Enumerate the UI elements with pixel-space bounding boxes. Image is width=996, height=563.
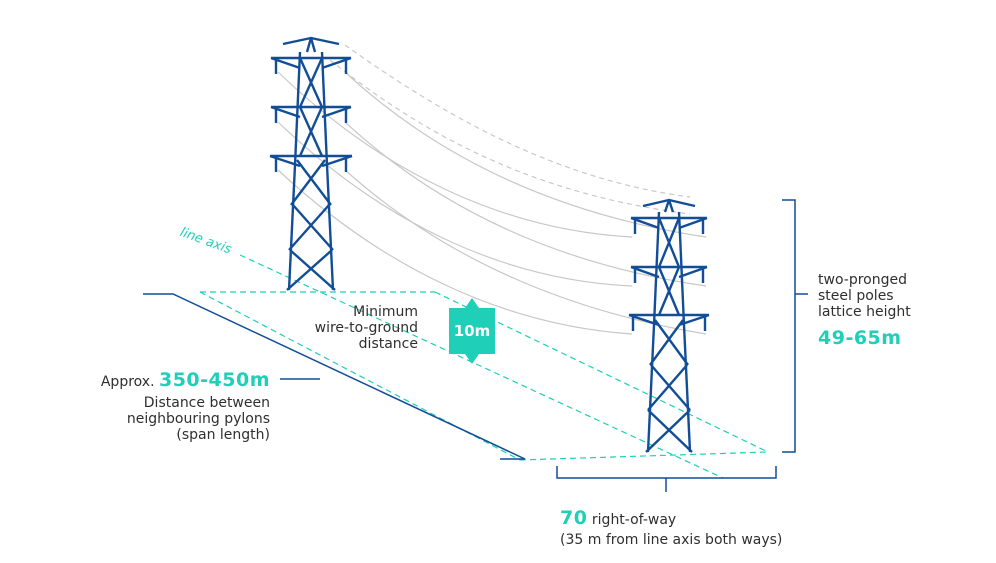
pylon-right <box>628 198 710 453</box>
span-desc: Distance between neighbouring pylons (sp… <box>126 395 270 443</box>
wire <box>344 121 707 287</box>
clearance-title: Minimum wire-to-ground distance <box>314 304 418 352</box>
span-prefix: Approx. <box>100 374 155 390</box>
span-label: Approx. 350-450m <box>80 369 270 391</box>
overhead-wires <box>277 44 707 335</box>
row-note: (35 m from line axis both ways) <box>560 532 783 548</box>
wire <box>277 121 633 287</box>
pole-value: 49-65m <box>818 327 902 349</box>
wire <box>277 169 633 335</box>
row-edge-near-base <box>519 451 769 461</box>
pylon-left <box>269 36 353 291</box>
wire <box>329 59 691 215</box>
row-bracket <box>556 466 777 492</box>
row-value: 70 <box>560 507 588 529</box>
wire <box>344 71 707 238</box>
height-bracket <box>782 199 808 453</box>
pole-desc: two-pronged steel poles lattice height <box>818 272 911 320</box>
row-label: 70 right-of-way <box>560 507 860 529</box>
clearance-badge: 10m <box>449 308 495 354</box>
wire <box>277 71 633 238</box>
span-bracket <box>143 293 526 460</box>
span-value: 350-450m <box>158 369 270 391</box>
line-axis <box>239 254 724 479</box>
wire <box>344 44 691 198</box>
row-text: right-of-way <box>591 512 677 528</box>
clearance-arrows <box>465 298 479 364</box>
